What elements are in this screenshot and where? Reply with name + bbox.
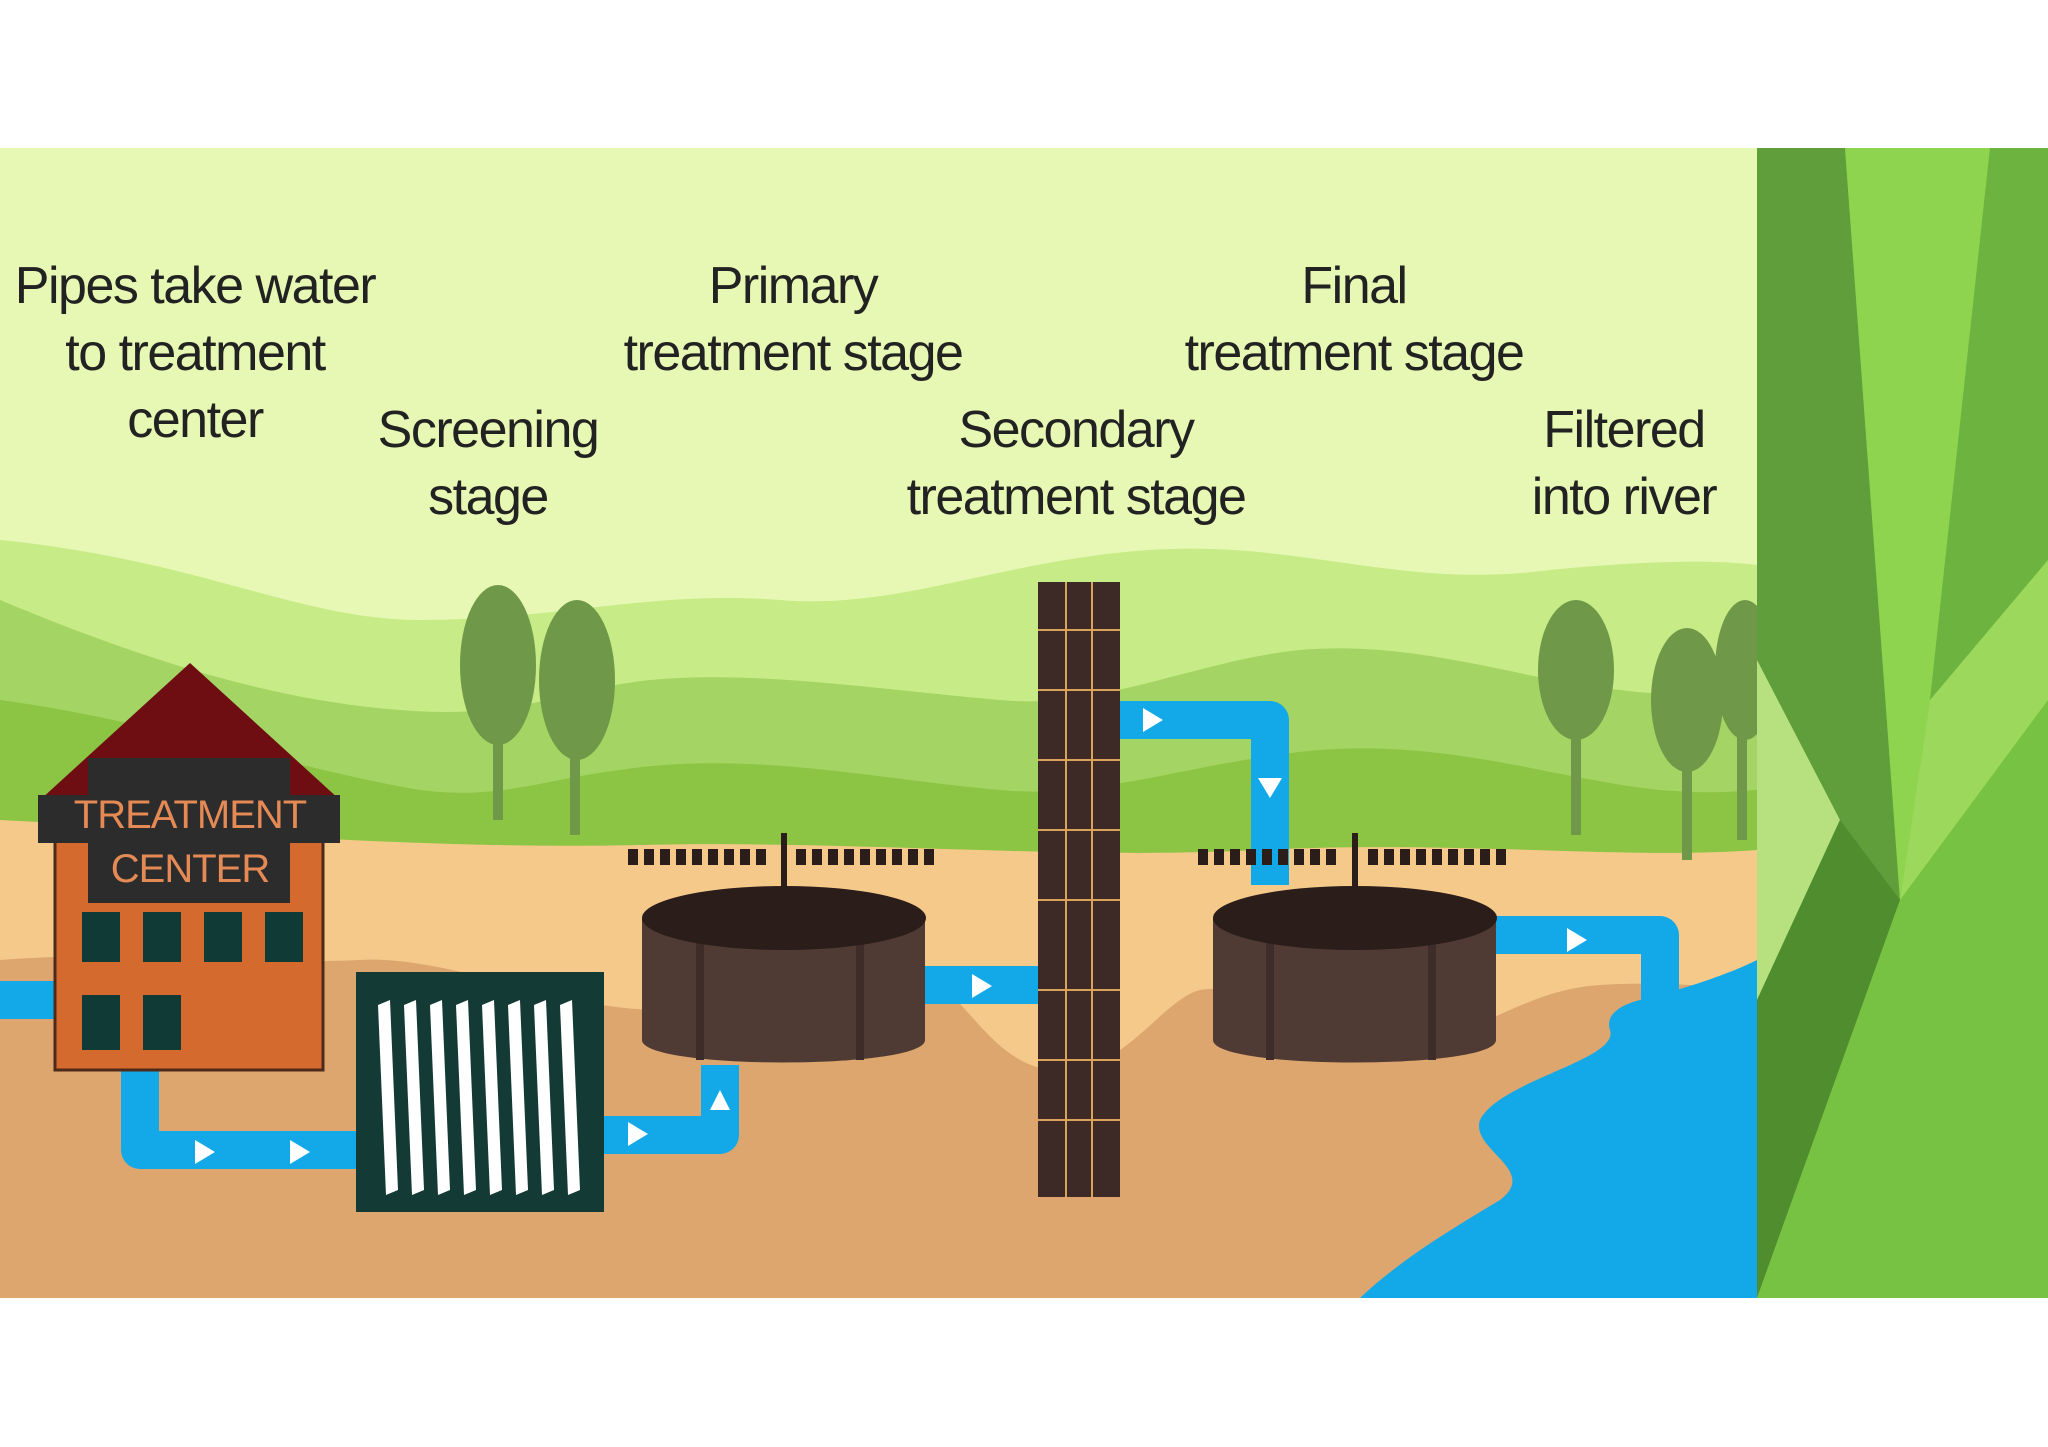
screening-box — [356, 972, 604, 1212]
flow-arrow-icon — [972, 974, 992, 998]
label-filtered-line-2: into river — [1532, 468, 1718, 526]
label-filtered-line-1: Filtered — [1543, 401, 1704, 459]
label-secondary-line-1: Secondary — [958, 401, 1195, 459]
label-screening-line-1: Screening — [378, 401, 599, 459]
building-sign-line-2: CENTER — [111, 847, 270, 891]
label-primary-line-1: Primary — [709, 257, 879, 315]
flow-arrows — [195, 708, 1587, 1164]
primary-tank-rake — [628, 849, 934, 865]
flow-arrow-icon — [290, 1140, 310, 1164]
tree-group-left — [460, 585, 615, 835]
river — [1360, 960, 1757, 1298]
flow-arrow-icon — [195, 1140, 215, 1164]
label-screening-line-2: stage — [428, 468, 548, 526]
flow-arrow-icon — [1567, 928, 1587, 952]
final-clarifier-tank — [1198, 833, 1506, 1063]
sidebar-decoration — [1757, 148, 2048, 1298]
primary-clarifier-tank — [628, 833, 934, 1063]
label-primary-line-2: treatment stage — [624, 324, 963, 382]
label-pipes-line-3: center — [127, 391, 264, 449]
label-pipes-line-2: to treatment — [65, 324, 327, 382]
treatment-center-building — [38, 663, 340, 1072]
final-tank-rake — [1198, 849, 1506, 865]
flow-arrow-icon — [628, 1122, 648, 1146]
label-final-line-1: Final — [1301, 257, 1406, 315]
flow-arrow-icon — [1258, 778, 1282, 798]
label-secondary-line-2: treatment stage — [907, 468, 1246, 526]
label-final-line-2: treatment stage — [1185, 324, 1524, 382]
flow-arrow-icon — [1143, 708, 1163, 732]
label-pipes-line-1: Pipes take water — [15, 257, 377, 315]
flow-arrow-icon — [710, 1090, 730, 1110]
stage-labels: Pipes take water to treatment center Scr… — [15, 257, 1719, 526]
tree-group-right — [1538, 600, 1757, 860]
building-sign-line-1: TREATMENT — [74, 793, 307, 837]
secondary-treatment-tower — [1038, 582, 1120, 1197]
scene: TREATMENT CENTER — [0, 148, 1757, 1298]
